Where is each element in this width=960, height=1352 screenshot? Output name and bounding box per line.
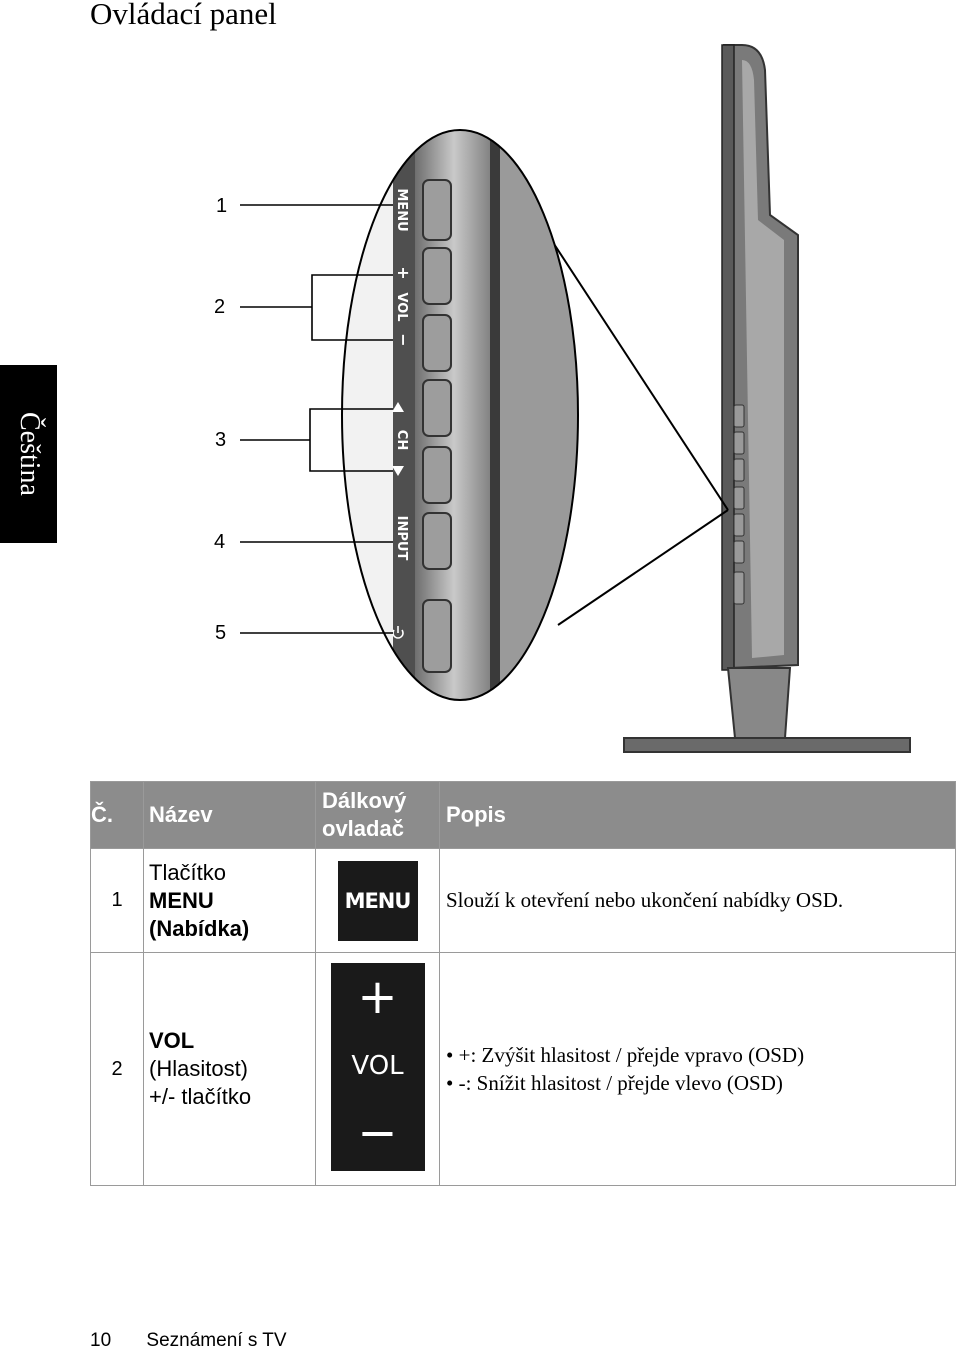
row-desc: Slouží k otevření nebo ukončení nabídky … [439, 848, 956, 953]
tv-small-buttons [733, 404, 745, 605]
row-name-line2: MENU [149, 887, 214, 913]
panel-strip [393, 130, 415, 700]
remote-vol-key: + VOL − [330, 962, 425, 1171]
panel-label-input: INPUT [394, 516, 409, 561]
callout-2: 2 [214, 296, 225, 318]
header-desc: Popis [439, 781, 956, 849]
table-row: 2 VOL (Hlasitost) +/- tlačítko + VOL − +… [90, 952, 956, 1186]
page-title: Ovládací panel [90, 0, 277, 31]
callout-1: 1 [216, 195, 227, 217]
header-name: Název [143, 781, 316, 849]
row-number: 2 [90, 952, 144, 1186]
row-remote: + VOL − [315, 952, 440, 1186]
language-tab: Čeština [0, 365, 57, 543]
header-remote-line1: Dálkový [322, 788, 407, 813]
row-name: VOL (Hlasitost) +/- tlačítko [143, 952, 316, 1186]
header-remote: Dálkový ovladač [315, 781, 440, 849]
panel-label-menu: MENU [394, 188, 409, 231]
section-title: Seznámení s TV [146, 1330, 287, 1351]
list-item: -: Snížit hlasitost / přejde vlevo (OSD) [446, 1069, 955, 1097]
row-remote: MENU [315, 848, 440, 953]
ch-down-arrow-icon [392, 466, 404, 476]
desc-bullets: +: Zvýšit hlasitost / přejde vpravo (OSD… [446, 1041, 955, 1097]
tv-front-bezel [721, 44, 735, 671]
header-remote-line2: ovladač [322, 816, 404, 841]
row-number: 1 [90, 848, 144, 953]
table-header-row: Č. Název Dálkový ovladač Popis [90, 781, 956, 849]
remote-vol-plus: + [357, 968, 398, 1025]
tv-back-highlight [742, 60, 784, 658]
tv-side-view-diagram: MENU + VOL − CH INPUT 1 2 3 4 5 [214, 44, 911, 753]
zoom-lens [341, 129, 579, 701]
panel-label-minus: − [394, 333, 413, 346]
row-desc: +: Zvýšit hlasitost / přejde vpravo (OSD… [439, 952, 956, 1186]
table-row: 1 Tlačítko MENU (Nabídka) MENU Slouží k … [90, 848, 956, 953]
remote-vol-minus: − [357, 1104, 398, 1161]
list-item: +: Zvýšit hlasitost / přejde vpravo (OSD… [446, 1041, 955, 1069]
remote-vol-label: VOL [351, 1050, 404, 1081]
row-name-line3: +/- tlačítko [149, 1084, 252, 1109]
panel-buttons [422, 179, 452, 673]
row-name-line1: Tlačítko [149, 859, 227, 885]
ch-up-arrow-icon [392, 402, 404, 412]
panel-label-ch: CH [394, 430, 409, 450]
header-no: Č. [90, 781, 144, 849]
zoom-line-bottom [557, 509, 729, 626]
callout-leaders [240, 204, 393, 634]
tv-stand-neck [726, 667, 792, 739]
page-footer: 10 Seznámení s TV [90, 1330, 287, 1352]
page-number: 10 [90, 1330, 112, 1351]
callout-5: 5 [215, 622, 226, 644]
callout-3: 3 [215, 429, 226, 451]
tv-stand-base [623, 737, 911, 753]
controls-table: Č. Název Dálkový ovladač Popis 1 Tlačítk… [90, 781, 956, 1186]
row-name: Tlačítko MENU (Nabídka) [143, 848, 316, 953]
panel-label-plus: + [394, 266, 413, 279]
panel-label-vol: VOL [394, 292, 409, 321]
row-name-line1: VOL [149, 1028, 195, 1053]
power-icon [392, 626, 404, 639]
row-name-line2: (Hlasitost) [149, 1056, 249, 1081]
remote-menu-key: MENU [337, 860, 418, 941]
row-name-line3: (Nabídka) [149, 915, 250, 941]
callout-4: 4 [214, 531, 225, 553]
